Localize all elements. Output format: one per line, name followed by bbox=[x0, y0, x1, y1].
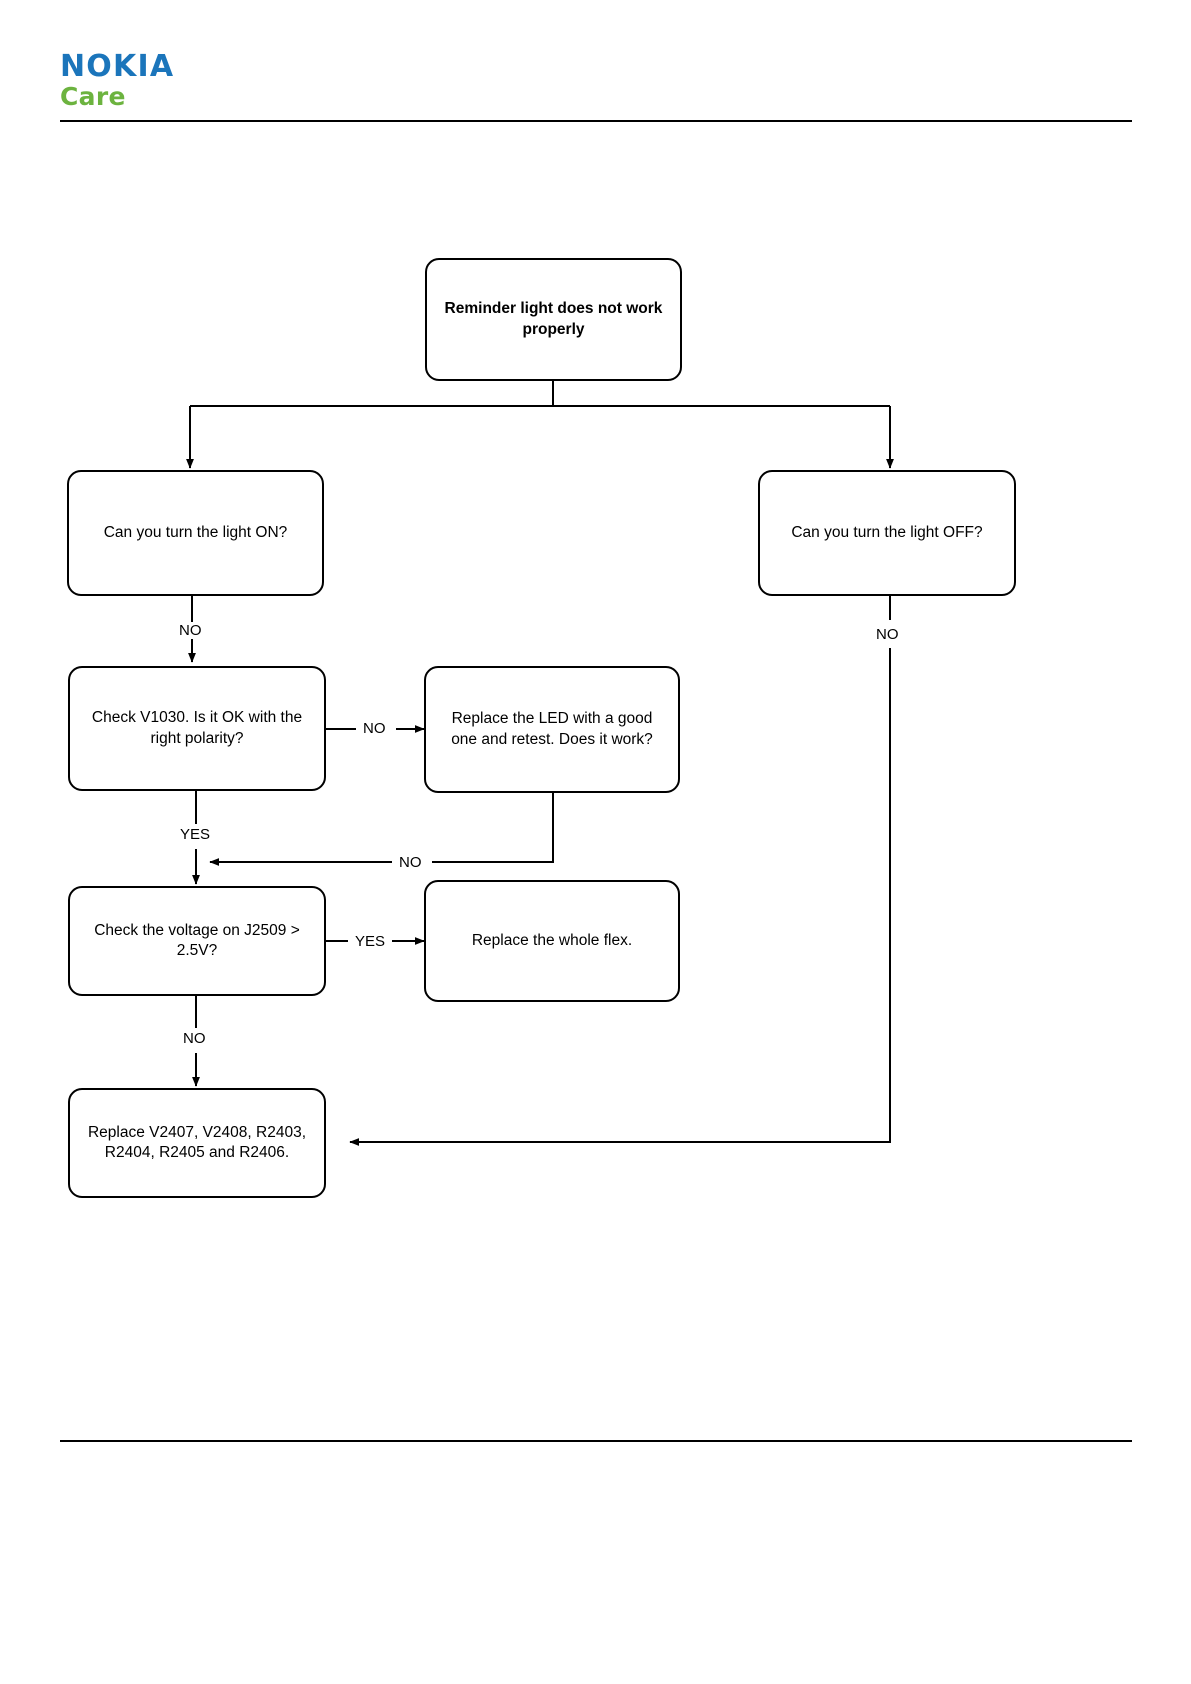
node-start[interactable]: Reminder light does not work properly bbox=[425, 258, 682, 381]
node-start-label: Reminder light does not work properly bbox=[444, 300, 663, 338]
node-check-j2509-label: Check the voltage on J2509 > 2.5V? bbox=[94, 921, 300, 959]
page-header: NOKIA Care bbox=[0, 0, 1191, 130]
node-replace-led-label: Replace the LED with a good one and rete… bbox=[451, 710, 653, 748]
node-check-j2509[interactable]: Check the voltage on J2509 > 2.5V? bbox=[68, 886, 326, 996]
header-divider bbox=[60, 120, 1132, 122]
node-can-turn-light-off[interactable]: Can you turn the light OFF? bbox=[758, 470, 1016, 596]
node-can-turn-light-on[interactable]: Can you turn the light ON? bbox=[67, 470, 324, 596]
nokia-wordmark: NOKIA bbox=[60, 49, 175, 84]
node-check-v1030-label: Check V1030. Is it OK with the right pol… bbox=[91, 709, 303, 747]
edge-label-light-on-no: NO bbox=[176, 622, 205, 639]
edge-label-j2509-no: NO bbox=[180, 1030, 209, 1047]
node-replace-led[interactable]: Replace the LED with a good one and rete… bbox=[424, 666, 680, 793]
nokia-care-logo: NOKIA Care bbox=[60, 49, 175, 111]
node-replace-parts[interactable]: Replace V2407, V2408, R2403, R2404, R240… bbox=[68, 1088, 326, 1198]
edge-label-j2509-yes: YES bbox=[352, 933, 389, 950]
edge-label-light-off-no: NO bbox=[873, 626, 902, 643]
edge-label-v1030-yes: YES bbox=[177, 826, 214, 843]
edge-label-led-no: NO bbox=[396, 854, 425, 871]
footer-divider bbox=[60, 1440, 1132, 1442]
node-check-v1030[interactable]: Check V1030. Is it OK with the right pol… bbox=[68, 666, 326, 791]
edge-led-no-right bbox=[432, 793, 554, 863]
node-can-turn-light-on-label: Can you turn the light ON? bbox=[103, 523, 288, 541]
node-replace-flex[interactable]: Replace the whole flex. bbox=[424, 880, 680, 1002]
care-wordmark: Care bbox=[60, 82, 126, 111]
node-replace-parts-label: Replace V2407, V2408, R2403, R2404, R240… bbox=[87, 1123, 307, 1161]
node-can-turn-light-off-label: Can you turn the light OFF? bbox=[791, 523, 983, 541]
edge-label-v1030-no: NO bbox=[360, 720, 389, 737]
edge-light-off-no-return bbox=[349, 648, 891, 1146]
node-replace-flex-label: Replace the whole flex. bbox=[471, 931, 633, 949]
